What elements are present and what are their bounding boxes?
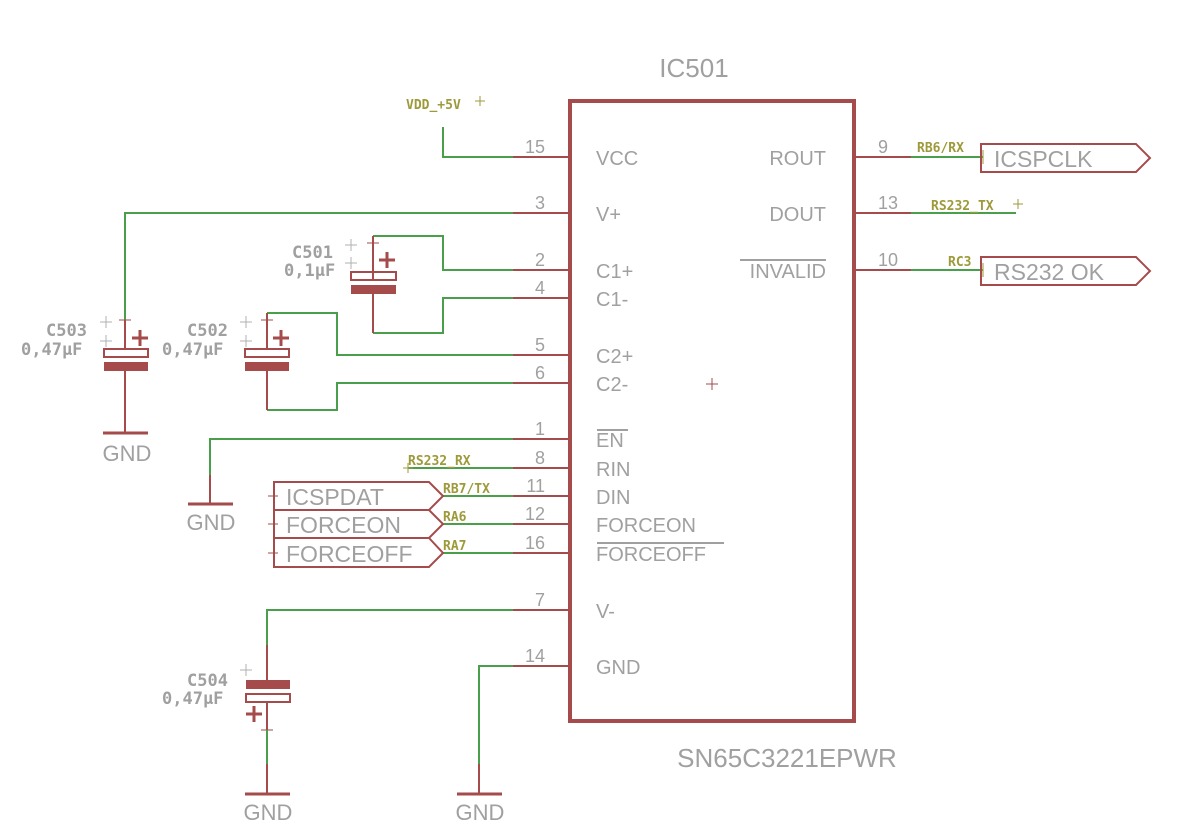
gnd-label: GND xyxy=(244,800,293,825)
pin-name-rin: RIN xyxy=(596,459,630,481)
pin-name-vminus: V- xyxy=(596,601,615,623)
net-label-vdd: VDD_+5V xyxy=(406,98,461,113)
c502-value: 0,47µF xyxy=(162,340,223,360)
pin-num-10: 10 xyxy=(878,250,898,270)
capacitor-c502[interactable]: C502 0,47µF xyxy=(162,313,290,410)
pin-num-16: 16 xyxy=(525,533,545,553)
gnd-symbol-en: GND xyxy=(187,475,236,535)
net-label-ra6: RA6 xyxy=(443,510,467,525)
pin-name-c1plus: C1+ xyxy=(596,261,633,283)
pin-name-forceoff: FORCEOFF xyxy=(596,544,706,566)
wire-c2minus[interactable] xyxy=(267,382,513,411)
net-label-rb6: RB6/RX xyxy=(917,141,964,156)
wire-vdd[interactable] xyxy=(442,127,513,158)
label-forceoff[interactable]: FORCEOFF xyxy=(268,537,445,568)
ic-part-number: SN65C3221EPWR xyxy=(677,743,897,773)
pin-name-en: EN xyxy=(596,430,624,452)
pin-name-rout: ROUT xyxy=(769,148,826,170)
pin-name-gnd: GND xyxy=(596,657,640,679)
svg-text:ICSPCLK: ICSPCLK xyxy=(994,146,1093,172)
pin-name-invalid: INVALID xyxy=(750,261,826,283)
svg-text:ICSPDAT: ICSPDAT xyxy=(286,484,384,510)
pin-num-7: 7 xyxy=(535,590,545,610)
pin-num-13: 13 xyxy=(878,193,898,213)
svg-text:FORCEOFF: FORCEOFF xyxy=(286,541,413,567)
label-icspclk[interactable]: ICSPCLK xyxy=(980,143,1152,173)
ic-name: IC501 xyxy=(659,53,728,83)
gnd-symbol-pin14: GND xyxy=(456,764,505,825)
gnd-symbol-c504: GND xyxy=(244,764,293,825)
wire-gnd-14[interactable] xyxy=(478,665,513,764)
pin-name-vcc: VCC xyxy=(596,148,638,170)
pin-name-c1minus: C1- xyxy=(596,289,628,311)
pin-name-forceon: FORCEON xyxy=(596,515,696,537)
net-label-ra7: RA7 xyxy=(443,539,466,554)
net-label-rs232-tx: RS232_TX xyxy=(931,199,994,214)
pin-num-9: 9 xyxy=(878,137,888,157)
pin-num-11: 11 xyxy=(526,476,545,496)
gnd-label: GND xyxy=(187,510,236,535)
pin-name-din: DIN xyxy=(596,487,630,509)
ic-right-pins: 9 ROUT 13 DOUT 10 INVALID xyxy=(740,137,911,283)
pin-num-15: 15 xyxy=(525,137,545,157)
pin-num-5: 5 xyxy=(535,335,545,355)
pin-num-8: 8 xyxy=(535,448,545,468)
c503-ref: C503 xyxy=(46,321,87,341)
gnd-label: GND xyxy=(456,800,505,825)
net-label-rs232-rx: RS232_RX xyxy=(408,454,471,469)
c503-value: 0,47µF xyxy=(21,340,82,360)
ic-body[interactable] xyxy=(568,99,856,723)
pin-name-vplus: V+ xyxy=(596,204,621,226)
wire-vplus[interactable] xyxy=(124,212,513,320)
wire-en[interactable] xyxy=(209,438,513,475)
capacitor-c501[interactable]: C501 0,1µF xyxy=(284,236,397,333)
svg-text:FORCEON: FORCEON xyxy=(286,512,401,538)
c504-ref: C504 xyxy=(187,671,228,691)
pin-num-6: 6 xyxy=(535,363,545,383)
c502-ref: C502 xyxy=(187,321,228,341)
net-label-rb7: RB7/TX xyxy=(443,482,490,497)
c504-value: 0,47µF xyxy=(162,689,223,709)
gnd-label: GND xyxy=(103,441,152,466)
pin-name-c2plus: C2+ xyxy=(596,346,633,368)
pin-num-4: 4 xyxy=(535,278,545,298)
pin-num-3: 3 xyxy=(535,193,545,213)
svg-text:RS232 OK: RS232 OK xyxy=(994,259,1105,285)
label-rs232-ok[interactable]: RS232 OK xyxy=(980,256,1152,286)
wire-c1plus[interactable] xyxy=(373,235,513,271)
wire-c1minus[interactable] xyxy=(373,297,513,334)
label-icspdat[interactable]: ICSPDAT xyxy=(268,481,445,511)
capacitor-c503[interactable]: C503 0,47µF xyxy=(21,316,149,433)
pin-num-1: 1 xyxy=(535,419,545,439)
c501-value: 0,1µF xyxy=(284,261,335,281)
c501-ref: C501 xyxy=(292,243,333,263)
gnd-symbol-c503: GND xyxy=(103,420,152,466)
pin-name-dout: DOUT xyxy=(769,204,826,226)
pin-num-14: 14 xyxy=(525,646,545,666)
pin-name-c2minus: C2- xyxy=(596,374,628,396)
wire-c2plus[interactable] xyxy=(267,312,513,356)
net-label-rc3: RC3 xyxy=(948,255,971,270)
capacitor-c504[interactable]: C504 0,47µF xyxy=(162,645,291,764)
ic-left-pins: 15 VCC 3 V+ 2 C1+ 4 C1- 5 C2+ 6 C2- 1 EN… xyxy=(513,137,724,679)
label-forceon[interactable]: FORCEON xyxy=(268,509,445,539)
pin-num-2: 2 xyxy=(535,250,545,270)
wire-vminus[interactable] xyxy=(266,609,513,645)
pin-num-12: 12 xyxy=(525,504,545,524)
